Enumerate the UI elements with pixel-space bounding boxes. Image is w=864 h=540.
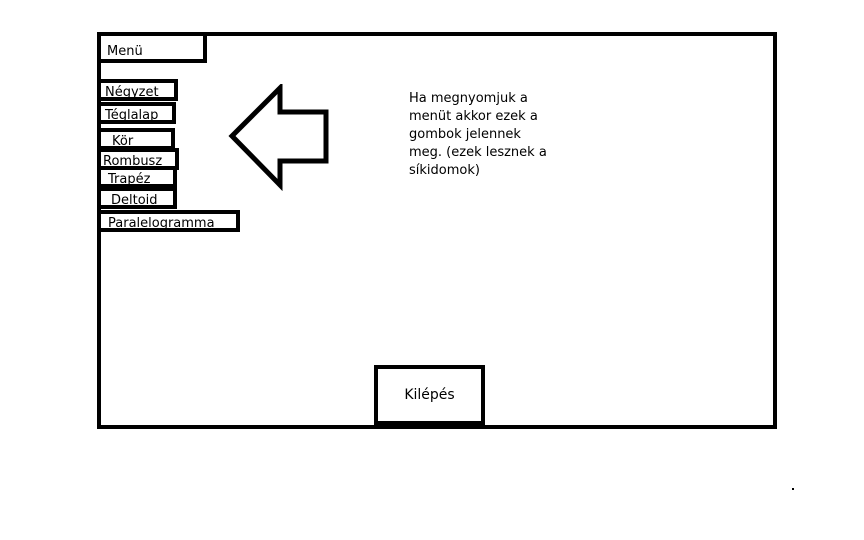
menu-item-deltoid[interactable]: Deltoid (101, 187, 177, 209)
menu-item-paralelogramma[interactable]: Paralelogramma (101, 210, 240, 232)
menu-item-trapez[interactable]: Trapéz (101, 166, 177, 188)
menu-item-teglalap[interactable]: Téglalap (101, 102, 176, 124)
menu-button[interactable]: Menü (97, 32, 207, 63)
menu-item-kor[interactable]: Kör (101, 128, 175, 150)
menu-item-negyzet[interactable]: Négyzet (101, 79, 178, 101)
exit-button[interactable]: Kilépés (374, 365, 485, 425)
left-arrow-icon (228, 84, 329, 192)
explanation-note: Ha megnyomjuk a menüt akkor ezek a gombo… (409, 91, 547, 178)
stray-dot (792, 488, 794, 490)
